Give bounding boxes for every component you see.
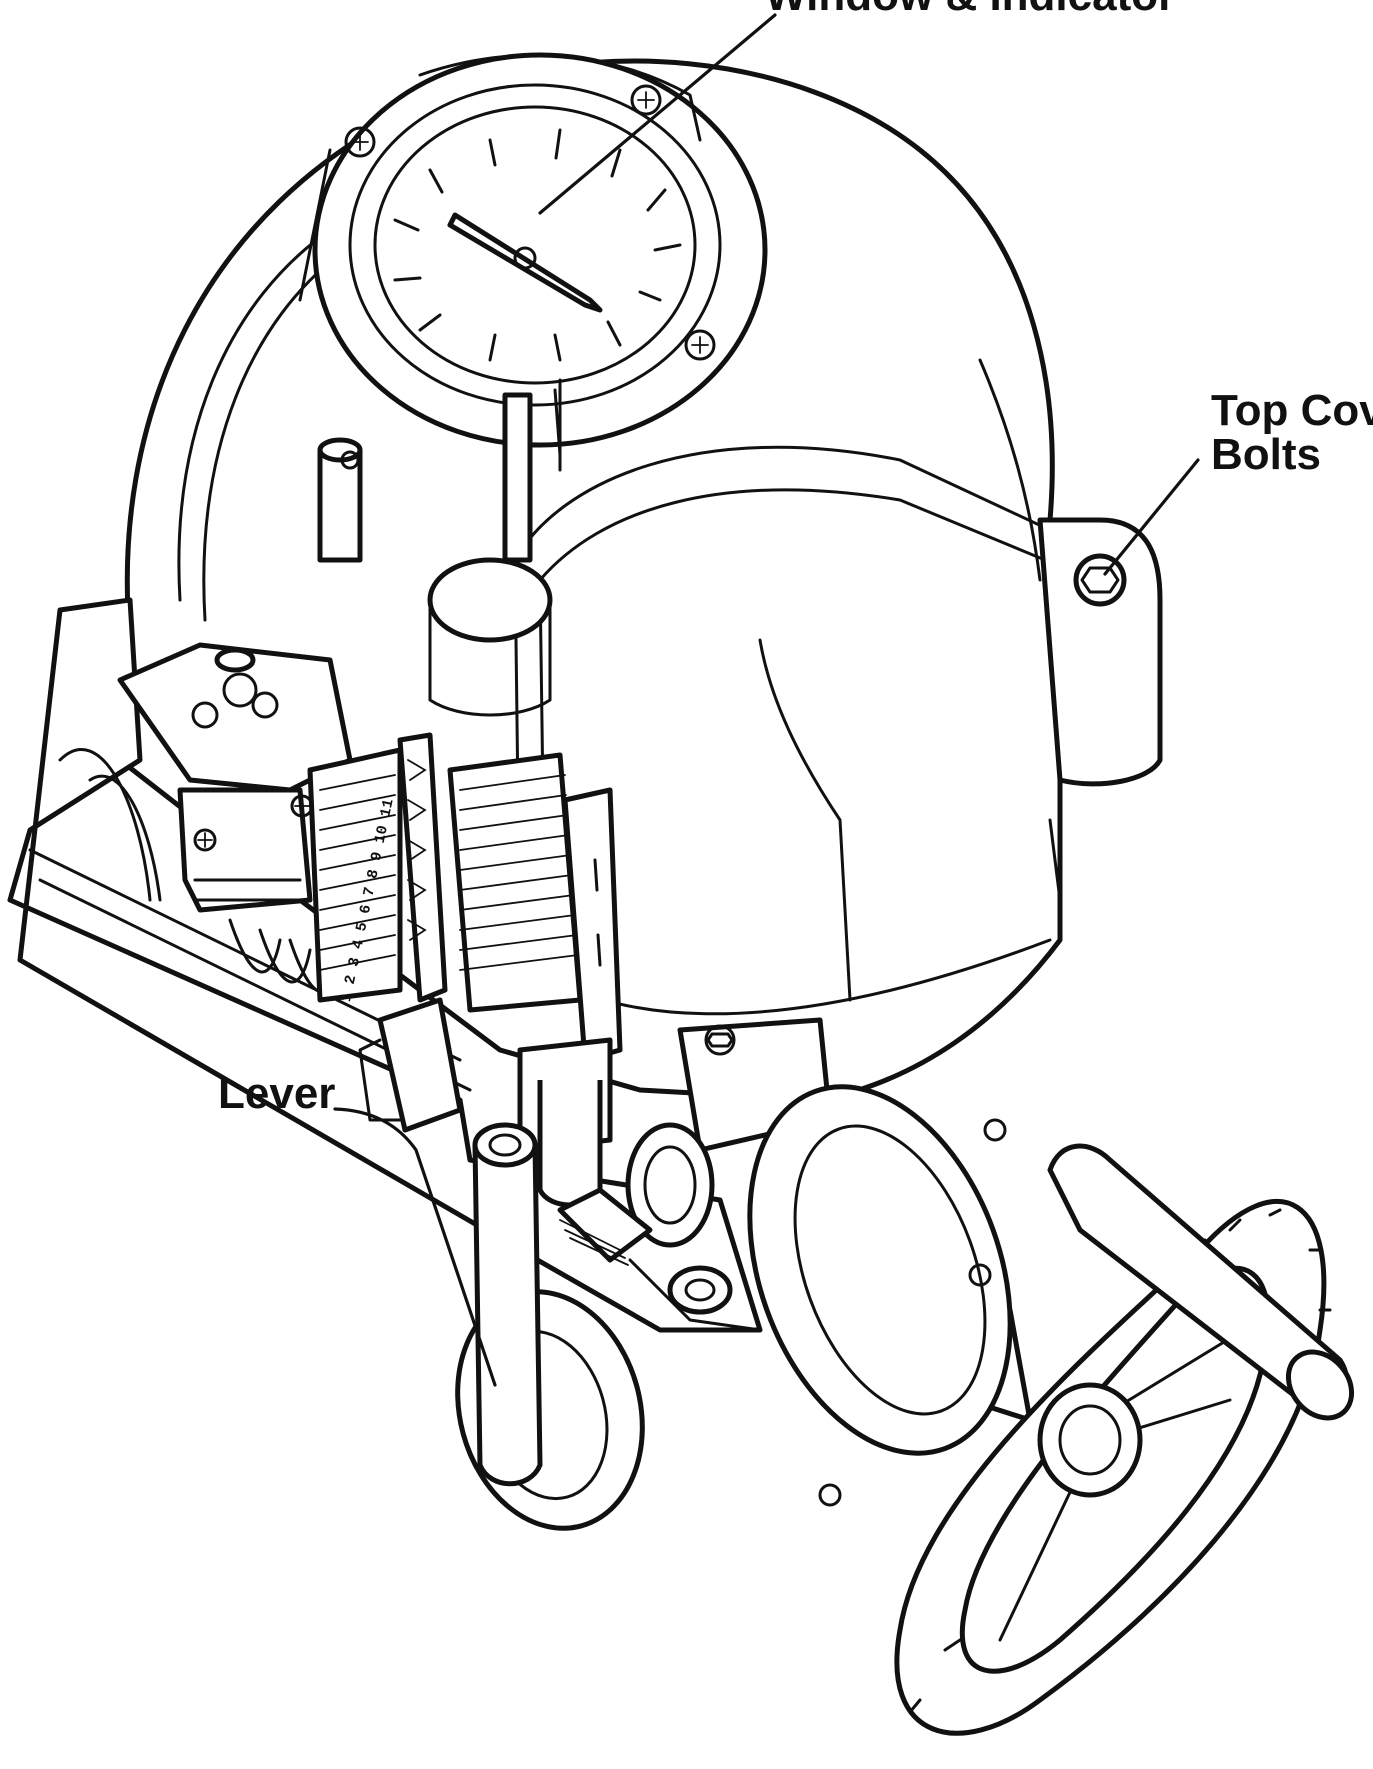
bolts-label: Bolts bbox=[1211, 430, 1321, 479]
indicator-shaft bbox=[502, 392, 533, 563]
indicator-ticks bbox=[393, 128, 682, 362]
leader-line-window bbox=[538, 13, 777, 215]
terminal-block-right bbox=[447, 752, 623, 1063]
bolt-flange bbox=[1037, 517, 1163, 787]
indicator-window-glass bbox=[373, 105, 697, 385]
top-cover-bolt bbox=[1073, 553, 1127, 607]
indicator-pointer bbox=[447, 212, 603, 313]
drive-flange bbox=[747, 1084, 1013, 1456]
ring-screws bbox=[344, 84, 716, 361]
terminal-block-left bbox=[307, 732, 448, 1003]
spur-gears bbox=[557, 1122, 762, 1332]
lever bbox=[455, 1122, 645, 1531]
leader-line-lever bbox=[333, 1107, 497, 1387]
lever-label: Lever bbox=[218, 1069, 336, 1118]
window-indicator-label: Window & Indicator bbox=[765, 0, 1175, 18]
leader-line-top-cover bbox=[1103, 458, 1200, 576]
top-cover-label: Top Cove bbox=[1211, 386, 1373, 435]
indicator-ring bbox=[312, 52, 768, 448]
